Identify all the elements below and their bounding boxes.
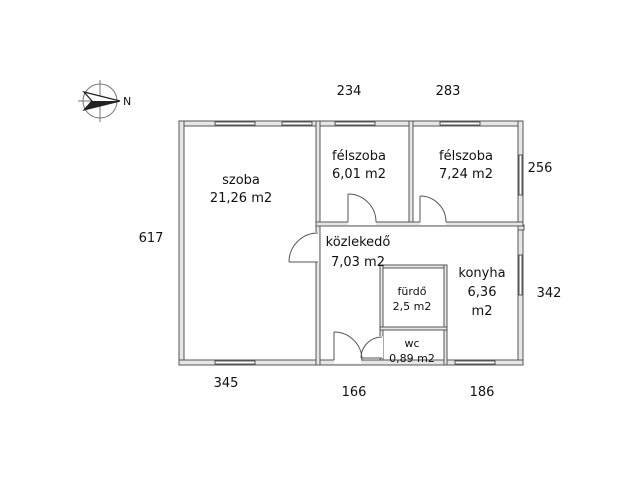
dimension-bottom-2: 166: [342, 385, 367, 400]
room-szoba-name: szoba: [222, 173, 260, 188]
compass-label: N: [123, 95, 131, 108]
room-felszoba2-name: félszoba: [439, 149, 493, 164]
room-furdo-name: fürdő: [398, 285, 427, 298]
room-konyha-name: konyha: [458, 266, 505, 281]
room-labels: szoba 21,26 m2 félszoba 6,01 m2 félszoba…: [210, 149, 506, 365]
room-wc-area: 0,89 m2: [389, 352, 435, 365]
room-szoba-area: 21,26 m2: [210, 191, 272, 206]
compass-icon: N: [78, 80, 131, 122]
dimension-bottom-1: 345: [214, 376, 239, 391]
dimension-left: 617: [139, 231, 164, 246]
room-wc-name: wc: [404, 337, 419, 350]
dimension-top-1: 234: [337, 84, 362, 99]
doors: [288, 193, 447, 364]
dimension-labels: 234 283 617 256 342 345 166 186: [139, 84, 562, 400]
dimension-right-2: 342: [537, 286, 562, 301]
room-konyha-unit: m2: [472, 304, 493, 319]
dimension-right-1: 256: [528, 161, 553, 176]
room-felszoba1-area: 6,01 m2: [332, 167, 386, 182]
room-felszoba2-area: 7,24 m2: [439, 167, 493, 182]
room-furdo-area: 2,5 m2: [393, 300, 432, 313]
room-konyha-area: 6,36: [468, 285, 497, 300]
windows: [214, 121, 523, 365]
room-felszoba1-name: félszoba: [332, 149, 386, 164]
room-kozlekedo-area: 7,03 m2: [331, 255, 385, 270]
room-kozlekedo-name: közlekedő: [326, 235, 391, 250]
dimension-top-2: 283: [436, 84, 461, 99]
dimension-bottom-3: 186: [470, 385, 495, 400]
